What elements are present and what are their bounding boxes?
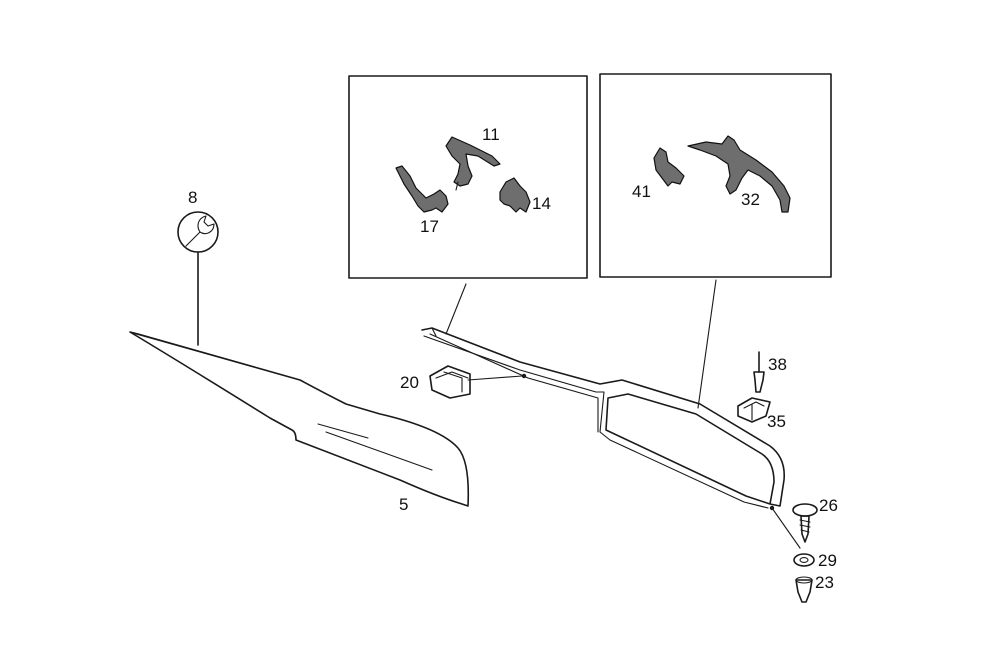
washer-inner	[799, 557, 809, 563]
detail-box-right: 41 32	[599, 73, 832, 278]
clip-point	[521, 373, 527, 379]
glass-outline	[129, 331, 470, 507]
profile-11-tail	[455, 181, 459, 191]
callout-23: 23	[815, 573, 834, 592]
windscreen-seal-frame	[421, 327, 786, 511]
screw-head	[792, 503, 818, 517]
glass-reflection-1	[317, 423, 369, 439]
callout-17: 17	[420, 217, 439, 236]
callout-11: 11	[482, 125, 500, 144]
seal-inner-2	[429, 333, 599, 433]
nut-top	[795, 576, 813, 584]
clip-inner	[443, 371, 463, 393]
callout-35: 35	[767, 412, 786, 431]
callout-29: 29	[818, 551, 837, 570]
callout-41: 41	[632, 182, 651, 201]
screw-26: 26	[771, 496, 838, 549]
clip-20: 20	[400, 365, 523, 399]
callout-5: 5	[399, 495, 408, 514]
detail-box-left: 11 14 17	[348, 75, 588, 279]
screw-shank	[800, 515, 810, 543]
clip-body	[429, 365, 471, 399]
callout-26: 26	[819, 496, 838, 515]
detail-box-right-frame	[599, 73, 832, 278]
leader-box-left	[445, 283, 467, 335]
callout-20: 20	[400, 373, 419, 392]
service-symbol: 8	[177, 188, 219, 346]
washer-outer	[793, 553, 815, 567]
seal-profile-32	[687, 135, 791, 213]
wrench-icon-glyph	[185, 215, 215, 247]
washer-29: 29	[793, 551, 837, 570]
clip-35-detail	[743, 401, 765, 421]
seal-corner	[431, 327, 437, 337]
windscreen-glass: 5	[129, 331, 470, 514]
clip-35-body	[737, 397, 771, 423]
seal-profile-11	[445, 136, 501, 187]
seal-profile-17	[395, 165, 449, 213]
seal-outer	[421, 327, 786, 507]
seal-inner-1	[423, 335, 769, 509]
seal-profile-14	[499, 177, 531, 213]
callout-14: 14	[532, 194, 551, 213]
callout-32: 32	[741, 190, 760, 209]
seal-profile-41	[653, 147, 685, 187]
rivet-38: 38	[753, 351, 787, 393]
screw-thread	[799, 519, 811, 533]
glass-reflection-2	[325, 431, 433, 471]
leader-26	[771, 507, 801, 549]
wrench-icon	[177, 211, 219, 253]
nut-23: 23	[795, 573, 834, 603]
detail-box-left-frame	[348, 75, 588, 279]
callout-8: 8	[188, 188, 197, 207]
leader-20	[467, 375, 523, 381]
leader-box-right	[697, 279, 717, 409]
clip-35: 35	[737, 397, 786, 431]
clip-top	[435, 371, 469, 379]
glass-top-edge	[135, 333, 301, 381]
callout-38: 38	[768, 355, 787, 374]
rivet-body	[753, 371, 765, 393]
